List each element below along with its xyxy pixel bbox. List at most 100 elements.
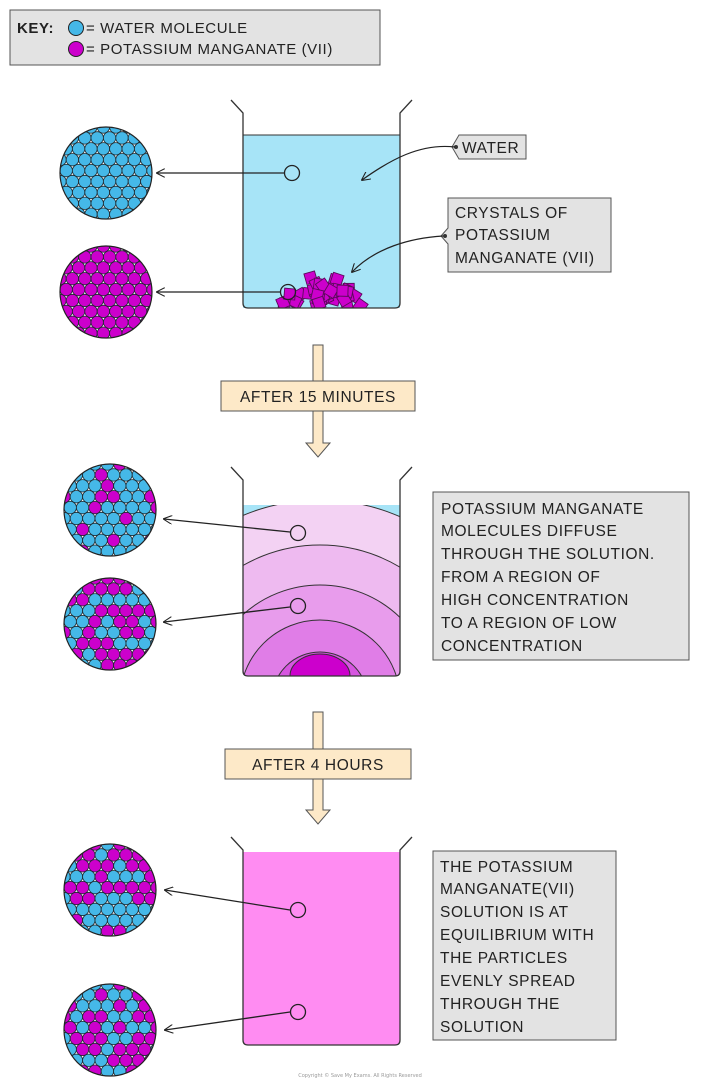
potassium-manganate-particle (107, 533, 121, 547)
water-particle (90, 153, 104, 167)
water-particle (69, 490, 84, 504)
water-particle (115, 131, 129, 145)
potassium-manganate-particle (78, 272, 92, 286)
potassium-manganate-particle (131, 1053, 145, 1067)
water-particle (96, 164, 111, 178)
potassium-manganate-particle (84, 261, 98, 275)
water-particle (125, 464, 139, 471)
water-particle (103, 196, 117, 210)
zoom-equilibrium-lower (63, 983, 157, 1077)
water-particle (138, 614, 152, 629)
water-particle (144, 625, 156, 640)
crystals-label-line3: MANGANATE (VII) (455, 250, 595, 267)
water-particle (65, 174, 80, 189)
water-particle (64, 870, 71, 884)
potassium-manganate-particle (107, 582, 121, 596)
water-particle (113, 636, 127, 651)
water-particle (125, 522, 139, 537)
water-particle (90, 174, 104, 189)
water-particle (82, 913, 96, 927)
potassium-manganate-particle (65, 272, 80, 286)
water-particle (60, 153, 67, 167)
potassium-manganate-particle (94, 604, 108, 618)
water-particle (131, 870, 145, 884)
potassium-manganate-particle (84, 282, 98, 297)
water-particle (107, 870, 121, 884)
water-particle (109, 164, 123, 178)
equilibrium-line2: MANGANATE(VII) (440, 881, 575, 898)
potassium-manganate-particle (60, 282, 73, 297)
potassium-manganate-particle (113, 984, 127, 991)
potassium-manganate-particle (90, 250, 104, 264)
water-callout: WATER (362, 134, 527, 180)
potassium-manganate-particle (131, 625, 145, 640)
water-particle (100, 984, 115, 991)
potassium-manganate-particle (94, 1010, 108, 1024)
potassium-manganate-particle (82, 582, 96, 596)
potassium-manganate-particle (100, 578, 115, 585)
potassium-manganate-particle (131, 891, 145, 906)
water-particle (88, 902, 102, 917)
potassium-manganate-particle (107, 1053, 121, 1067)
water-particle (94, 848, 108, 862)
potassium-manganate-particle (76, 522, 90, 537)
potassium-manganate-particle (64, 490, 71, 504)
pointer-lower-diffusing (164, 597, 307, 623)
pointer-crystals (157, 283, 297, 301)
transition1-text: AFTER 15 MINUTES (240, 389, 396, 406)
potassium-manganate-particle (144, 533, 156, 547)
potassium-manganate-particle (125, 614, 139, 629)
potassium-manganate-particle (127, 272, 141, 286)
potassium-manganate-particle (113, 1020, 127, 1035)
potassium-manganate-particle (109, 282, 123, 297)
pointer-water (157, 164, 301, 182)
zoom-equilibrium-upper (63, 843, 157, 937)
potassium-manganate-particle (103, 293, 117, 308)
potassium-manganate-particle (150, 1020, 156, 1035)
water-particle (119, 870, 133, 884)
water-particle (84, 142, 98, 156)
water-particle (119, 988, 133, 1002)
water-particle (127, 196, 141, 210)
potassium-manganate-particle (127, 293, 141, 308)
water-particle (113, 500, 127, 515)
water-particle (119, 913, 133, 927)
water-particle (138, 1020, 152, 1035)
equilibrium-line8: SOLUTION (440, 1019, 524, 1036)
potassium-manganate-particle (125, 880, 139, 895)
potassium-manganate-particle (82, 1031, 96, 1046)
water-particle (82, 1053, 96, 1067)
water-particle (94, 625, 108, 640)
water-particle (100, 522, 115, 537)
water-particle (107, 1031, 121, 1046)
potassium-manganate-particle (127, 315, 141, 329)
potassium-manganate-particle (113, 880, 127, 895)
water-particle (119, 1031, 133, 1046)
water-particle (150, 902, 156, 917)
potassium-manganate-particle (150, 500, 156, 515)
water-particle (100, 999, 115, 1013)
potassium-manganate-particle (82, 891, 96, 906)
water-particle (140, 174, 152, 189)
potassium-manganate-particle (64, 1010, 71, 1024)
water-particle (69, 870, 84, 884)
potassium-manganate-particle (125, 1042, 139, 1057)
potassium-manganate-particle (115, 315, 129, 329)
potassium-manganate-particle (121, 282, 135, 297)
water-particle (94, 891, 108, 906)
water-particle (90, 196, 104, 210)
potassium-manganate-particle (94, 490, 108, 504)
equilibrium-line7: THROUGH THE (440, 996, 560, 1013)
diffusion-line1: POTASSIUM MANGANATE (441, 501, 644, 518)
potassium-manganate-particle (88, 614, 102, 629)
water-particle (76, 902, 90, 917)
potassium-manganate-particle (82, 1010, 96, 1024)
potassium-manganate-particle (115, 293, 129, 308)
potassium-manganate-particle (72, 261, 86, 275)
potassium-manganate-particle (90, 293, 104, 308)
potassium-manganate-particle (72, 304, 86, 318)
potassium-manganate-particle (103, 315, 117, 329)
water-particle (125, 999, 139, 1013)
potassium-manganate-particle (94, 468, 108, 482)
water-particle (72, 164, 86, 178)
